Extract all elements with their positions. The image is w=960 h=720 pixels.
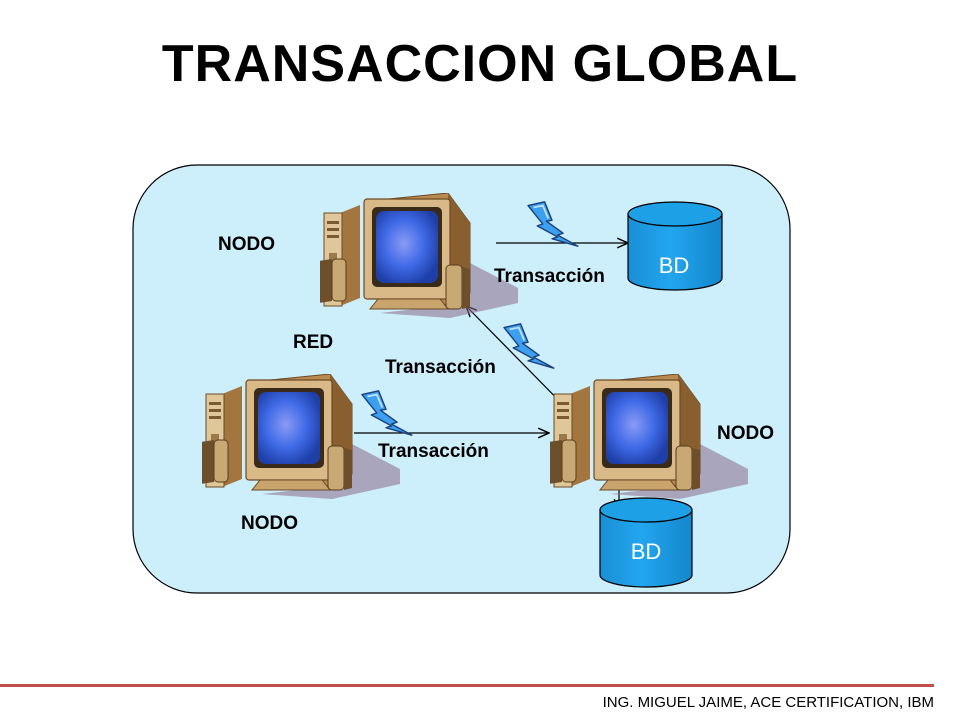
- node-label-left: NODO: [241, 513, 298, 534]
- transaction-label: Transacción: [494, 266, 605, 287]
- database-label: BD: [659, 253, 690, 278]
- transaction-label: Transacción: [385, 357, 496, 378]
- distributed-transaction-diagram: BD BD NODO NODO NODO RED Transacción Tra…: [132, 164, 791, 594]
- network-label: RED: [293, 332, 333, 353]
- database-label: BD: [631, 539, 662, 564]
- footer-divider: [0, 684, 934, 687]
- footer-credit: ING. MIGUEL JAIME, ACE CERTIFICATION, IB…: [602, 694, 934, 711]
- database-bottom: BD: [599, 497, 693, 588]
- node-label-right: NODO: [717, 423, 774, 444]
- page-title: TRANSACCION GLOBAL: [161, 35, 799, 93]
- database-top: BD: [627, 201, 723, 291]
- node-label-top: NODO: [218, 234, 275, 255]
- transaction-label: Transacción: [378, 441, 489, 462]
